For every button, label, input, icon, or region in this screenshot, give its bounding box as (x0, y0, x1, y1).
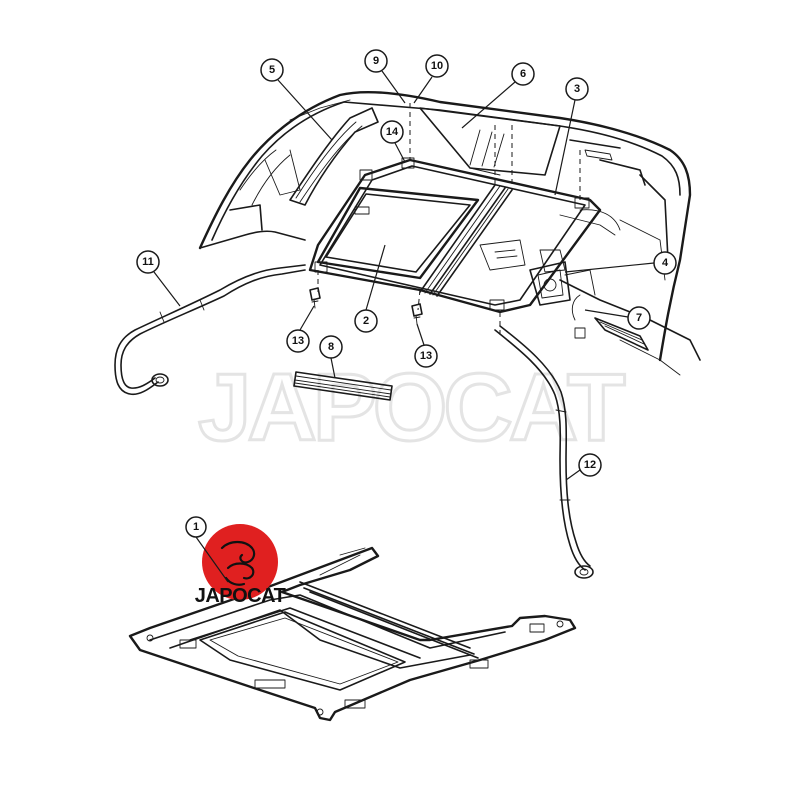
bracket-part-7 (571, 294, 649, 351)
callout-1: 1 (185, 516, 229, 583)
seal-strip-part-8 (293, 371, 393, 401)
callout-12: 12 (565, 453, 602, 481)
callout-1-label: 1 (193, 521, 199, 533)
callout-14: 14 (380, 120, 406, 163)
callout-3: 3 (554, 77, 589, 196)
callout-12-label: 12 (584, 459, 596, 471)
drain-hose-part-12 (494, 325, 594, 579)
callout-8-label: 8 (328, 341, 334, 353)
callout-3-label: 3 (574, 83, 580, 95)
callout-5: 5 (260, 58, 333, 141)
callout-10-label: 10 (431, 60, 443, 72)
callout-6-label: 6 (520, 68, 526, 80)
callout-2-label: 2 (363, 315, 369, 327)
sunroof-module-frame-part-3 (308, 103, 621, 335)
callout-5-label: 5 (269, 64, 275, 76)
logo-red-circle (202, 524, 278, 600)
callout-13-right: 13 (414, 323, 438, 368)
callout-13-left: 13 (286, 305, 315, 353)
drain-hose-part-11 (114, 264, 306, 396)
callout-13-right-label: 13 (420, 350, 432, 362)
callout-6: 6 (461, 62, 535, 129)
callout-14-label: 14 (386, 126, 399, 138)
logo-dragon-icon (220, 540, 256, 564)
japocat-logo: JAPOCAT (195, 524, 286, 607)
screw-part-13-left (309, 287, 321, 309)
callout-2: 2 (354, 244, 386, 333)
callout-7: 7 (584, 306, 651, 330)
callout-9: 9 (364, 49, 406, 104)
callout-4-label: 4 (662, 257, 669, 269)
glass-panel-part-2 (316, 186, 480, 280)
rear-glass-part-6 (419, 107, 561, 176)
callout-11-label: 11 (142, 256, 154, 268)
callout-11: 11 (136, 250, 181, 307)
screw-part-13-right (411, 303, 423, 325)
callout-8: 8 (319, 335, 343, 379)
sunroof-frame-part-1 (128, 546, 577, 722)
callout-9-label: 9 (373, 55, 379, 67)
callout-10: 10 (413, 54, 449, 104)
motor-part-4 (529, 261, 596, 306)
side-rail-part-5 (289, 107, 379, 206)
logo-text: JAPOCAT (195, 585, 286, 607)
callout-13-left-label: 13 (292, 335, 304, 347)
callout-7-label: 7 (636, 312, 642, 324)
callout-4: 4 (564, 251, 677, 275)
